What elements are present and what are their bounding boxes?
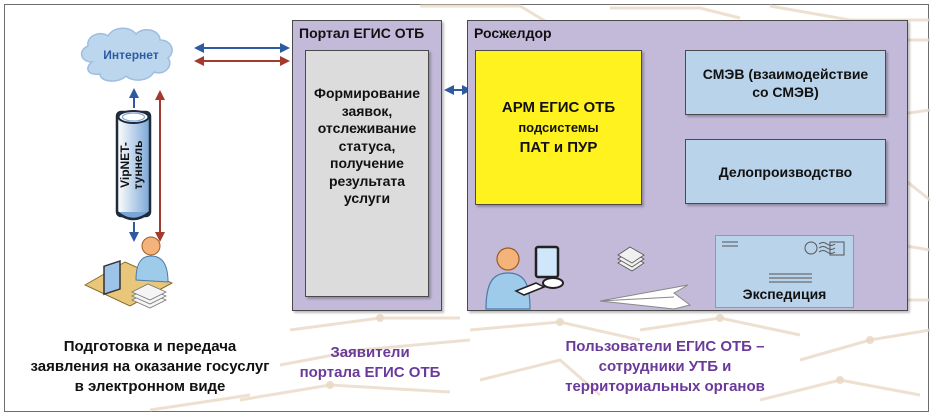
applicant-caption: Подготовка и передача заявления на оказа… bbox=[30, 338, 270, 395]
incoming-mail-arrow bbox=[599, 284, 692, 310]
envelope-decor-icon bbox=[722, 241, 845, 283]
portal-functions-box: Формирование заявок, отслеживание статус… bbox=[305, 50, 429, 297]
papers-icon bbox=[617, 246, 645, 272]
roszheldor-title: Росжелдор bbox=[474, 25, 552, 41]
applicant-workstation-icon bbox=[83, 236, 174, 309]
portal-functions-text: Формирование заявок, отслеживание статус… bbox=[314, 85, 420, 206]
vipnet-tunnel-icon bbox=[115, 110, 152, 221]
expedition-label: Экспедиция bbox=[742, 286, 827, 302]
smev-box: СМЭВ (взаимодействие со СМЭВ) bbox=[685, 50, 886, 115]
arm-subtitle: подсистемы bbox=[518, 119, 599, 135]
portal-title: Портал ЕГИС ОТБ bbox=[299, 25, 425, 41]
expedition-envelope: Экспедиция bbox=[715, 235, 854, 308]
portal-caption: Заявители портала ЕГИС ОТБ bbox=[299, 344, 441, 381]
smev-title: СМЭВ (взаимодействие bbox=[702, 65, 869, 82]
tunnel-label: VipNET- туннель bbox=[118, 140, 145, 190]
internet-label: Интернет bbox=[103, 48, 159, 62]
users-caption: Пользователи ЕГИС ОТБ – сотрудники УТБ и… bbox=[565, 338, 765, 395]
portal-box: Портал ЕГИС ОТБ Формирование заявок, отс… bbox=[292, 20, 442, 311]
roszheldor-box: Росжелдор АРМ ЕГИС ОТБ подсистемы ПАТ и … bbox=[467, 20, 908, 311]
arm-title: АРМ ЕГИС ОТБ bbox=[501, 98, 616, 116]
employee-workstation-icon bbox=[485, 245, 692, 310]
smev-subtitle: со СМЭВ) bbox=[752, 83, 819, 100]
internet-cloud-icon bbox=[80, 27, 173, 82]
arm-subsystems: ПАТ и ПУР bbox=[519, 138, 598, 156]
records-label: Делопроизводство bbox=[718, 163, 853, 180]
records-box: Делопроизводство bbox=[685, 139, 886, 204]
arm-box: АРМ ЕГИС ОТБ подсистемы ПАТ и ПУР bbox=[475, 50, 642, 205]
